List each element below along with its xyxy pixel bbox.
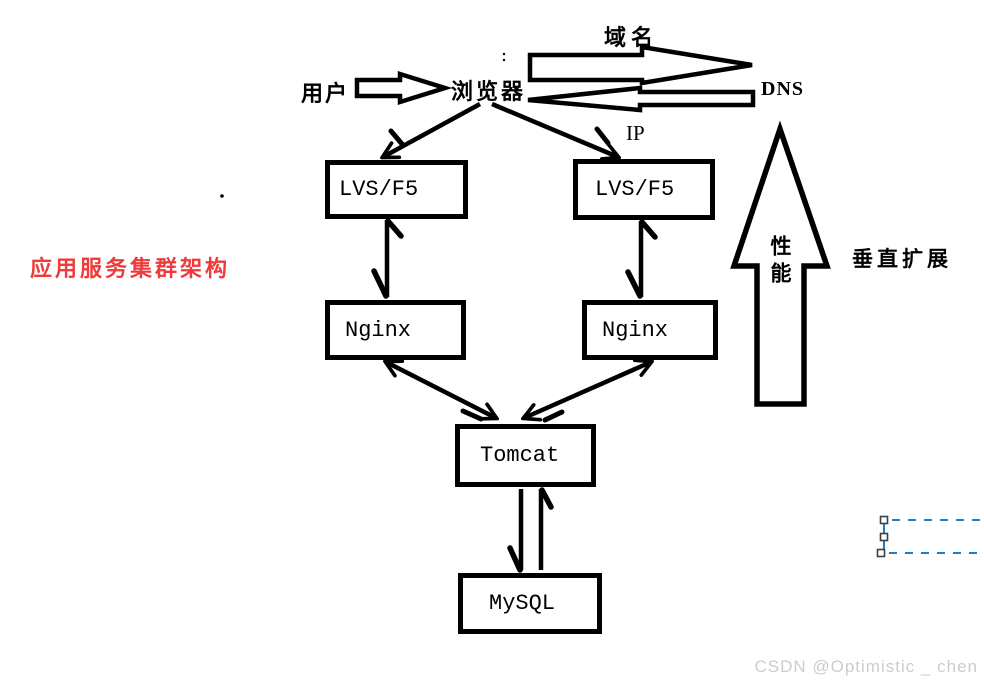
csdn-watermark: CSDN @Optimistic _ chen [754,657,978,676]
arrowhead-stroke [625,269,643,299]
selection-handle[interactable] [879,532,889,542]
ink-speck [502,52,506,56]
block-arrow-dns-to-browser [527,85,756,113]
edge-browser-lvs-left [383,102,482,157]
arrowhead-stroke [507,545,523,573]
vertical-scaling-label: 垂直扩展 [852,247,952,271]
ink-speck [502,58,506,62]
node-tomcat-label: Tomcat [480,443,560,468]
performance-label: 性能 [768,235,792,289]
edge-nginx-tomcat-right [524,362,651,418]
node-lvs-left-label: LVS/F5 [339,177,419,202]
edge-nginx-tomcat-left [386,362,496,418]
stray-stroke [460,408,484,422]
selection-handle[interactable] [879,515,889,525]
dns-label: DNS [761,78,805,100]
block-arrow-user-to-browser [354,70,453,106]
selection-handle[interactable] [876,548,886,558]
node-nginx-left: Nginx [325,300,466,360]
diagram-title: 应用服务集群架构 [30,257,231,282]
arrowhead-stroke [385,218,404,239]
block-arrow-performance-up [730,120,831,407]
node-nginx-right-label: Nginx [602,317,669,343]
node-nginx-left-label: Nginx [345,317,412,343]
stray-stroke [542,409,565,423]
node-lvs-right: LVS/F5 [573,159,715,220]
edge-browser-lvs-right [491,101,618,157]
browser-label: 浏览器 [451,80,527,105]
node-mysql: MySQL [458,573,602,634]
user-label: 用户 [301,82,350,107]
node-tomcat: Tomcat [455,424,596,487]
arrowhead-stroke [639,219,658,240]
node-nginx-right: Nginx [582,300,718,360]
node-lvs-right-label: LVS/F5 [595,177,675,202]
node-lvs-left: LVS/F5 [325,160,468,219]
domain-label: 域名 [604,26,659,51]
block-arrow-browser-to-dns [527,44,753,86]
arrowhead-stroke [371,268,389,299]
node-mysql-label: MySQL [489,591,556,616]
stray-stroke [388,128,405,147]
ink-speck [220,194,224,198]
ip-label: IP [626,121,645,145]
arrowhead-stroke [539,487,554,510]
stray-stroke [594,126,611,146]
